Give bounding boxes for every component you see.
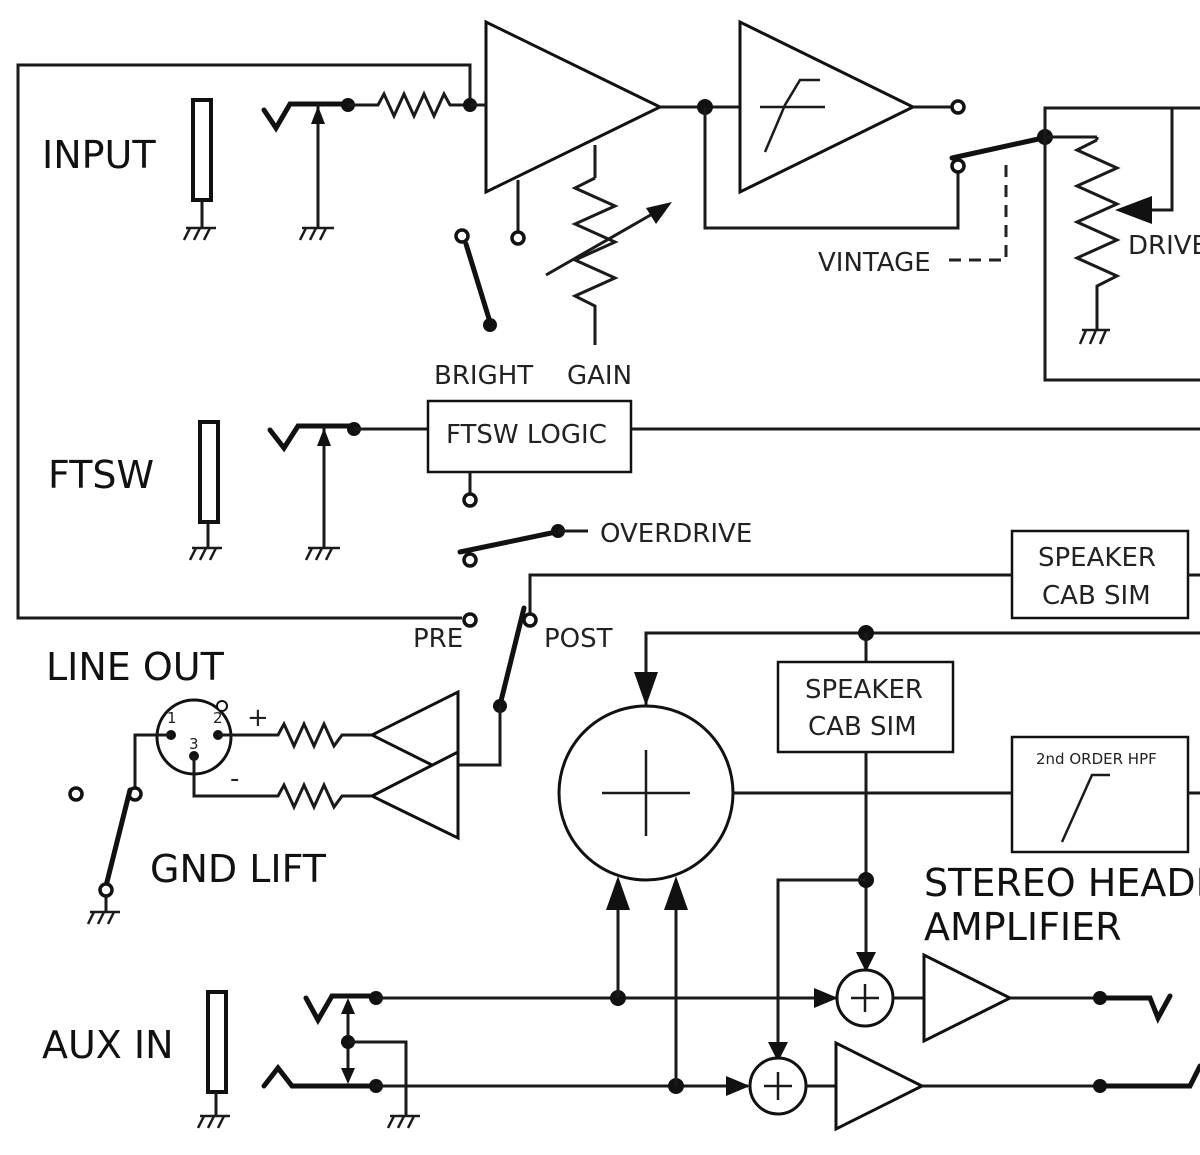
plus-sign: + — [247, 703, 269, 733]
headphone-amplifier-right — [834, 1040, 1200, 1132]
aux-jack-sleeve — [196, 990, 230, 1129]
aux-jack-tips — [261, 991, 420, 1129]
speaker-cab-sim-2-line1: SPEAKER — [805, 675, 923, 705]
input-label: INPUT — [42, 133, 156, 177]
speaker-cab-sim-block-2 — [768, 633, 955, 1062]
pre-label: PRE — [413, 624, 463, 654]
summing-mixer — [557, 625, 1200, 882]
gain-label: GAIN — [567, 361, 632, 391]
gnd-lift-label: GND LIFT — [150, 847, 327, 891]
hpf-block — [1010, 735, 1190, 854]
hpf-label: 2nd ORDER HPF — [1036, 750, 1157, 768]
minus-sign: - — [230, 764, 239, 794]
xlr-connector — [155, 698, 233, 776]
bright-switch — [454, 228, 497, 332]
ftsw-jack-tip — [267, 422, 428, 561]
balanced-driver-amplifiers — [368, 689, 460, 841]
preamp-amplifier — [470, 19, 664, 246]
input-jack-sleeve — [182, 98, 216, 241]
outer-loop-wire — [16, 63, 472, 620]
headphone-sum-left — [835, 968, 924, 1028]
post-label: POST — [544, 624, 613, 654]
preamp-output-node — [660, 99, 960, 230]
speaker-cab-sim-1-line1: SPEAKER — [1038, 543, 1156, 573]
bright-label: BRIGHT — [434, 361, 533, 391]
speaker-cab-sim-2-line2: CAB SIM — [808, 712, 917, 742]
headphone-amplifier-left — [922, 952, 1173, 1044]
speaker-cab-sim-1-line2: CAB SIM — [1042, 581, 1151, 611]
input-resistor — [348, 90, 477, 120]
ftsw-logic-label: FTSW LOGIC — [446, 420, 607, 450]
gain-potentiometer — [545, 176, 672, 345]
xlr-pin-2: 2 — [213, 709, 223, 727]
overdrive-switch — [457, 524, 588, 568]
vintage-switch — [948, 129, 1053, 262]
input-jack-tip — [261, 98, 355, 241]
amplifier-label: AMPLIFIER — [924, 905, 1122, 949]
overdrive-clipper-amplifier — [738, 19, 966, 195]
xlr-pin-3: 3 — [189, 735, 199, 753]
ftsw-jack-sleeve — [188, 420, 222, 561]
gnd-lift-switch — [68, 786, 143, 925]
drive-potentiometer — [1043, 106, 1200, 382]
vintage-label: VINTAGE — [818, 248, 931, 278]
aux-signal-wires — [376, 876, 838, 1096]
line-out-label: LINE OUT — [46, 645, 225, 689]
drive-label: DRIVE — [1128, 231, 1200, 261]
pre-post-switch — [458, 573, 1012, 767]
xlr-pin-1: 1 — [167, 709, 177, 727]
speaker-cab-sim-block-1 — [1010, 529, 1200, 620]
ftsw-label: FTSW — [48, 453, 154, 497]
aux-in-label: AUX IN — [42, 1023, 174, 1067]
stereo-headphone-label: STEREO HEADPH — [924, 861, 1200, 905]
ftsw-logic-block — [426, 399, 1200, 508]
overdrive-label: OVERDRIVE — [600, 519, 752, 549]
line-out-wires — [133, 720, 372, 811]
headphone-sum-right — [748, 1056, 836, 1116]
